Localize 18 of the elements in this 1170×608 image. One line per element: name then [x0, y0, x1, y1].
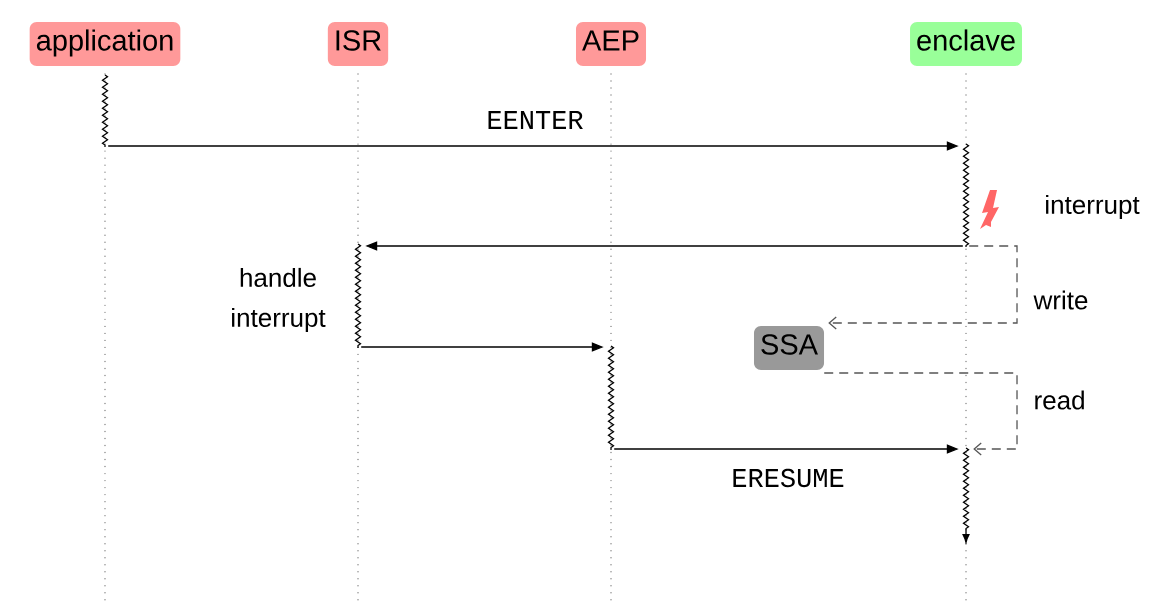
annotation-text: handle interrupt	[232, 267, 326, 333]
edge-label: read	[1035, 390, 1084, 410]
message-arrow	[823, 372, 1018, 456]
activation-bar	[962, 143, 970, 248]
activation-bar	[607, 345, 615, 451]
message-arrow	[828, 245, 1018, 330]
participant-box: AEP	[576, 22, 646, 66]
edge-label: write	[1033, 290, 1088, 310]
edge-label: EENTER	[488, 111, 583, 129]
participant-box: application	[29, 22, 181, 66]
participant-box: enclave	[910, 22, 1022, 66]
activation-arrow	[962, 447, 970, 543]
participant-box: ISR	[327, 22, 389, 66]
participant-box: SSA	[754, 326, 824, 370]
edge-label: ERESUME	[733, 468, 844, 488]
activation-bar	[101, 74, 109, 148]
activation-bar	[354, 243, 362, 349]
annotation-text: interrupt	[1046, 194, 1140, 220]
